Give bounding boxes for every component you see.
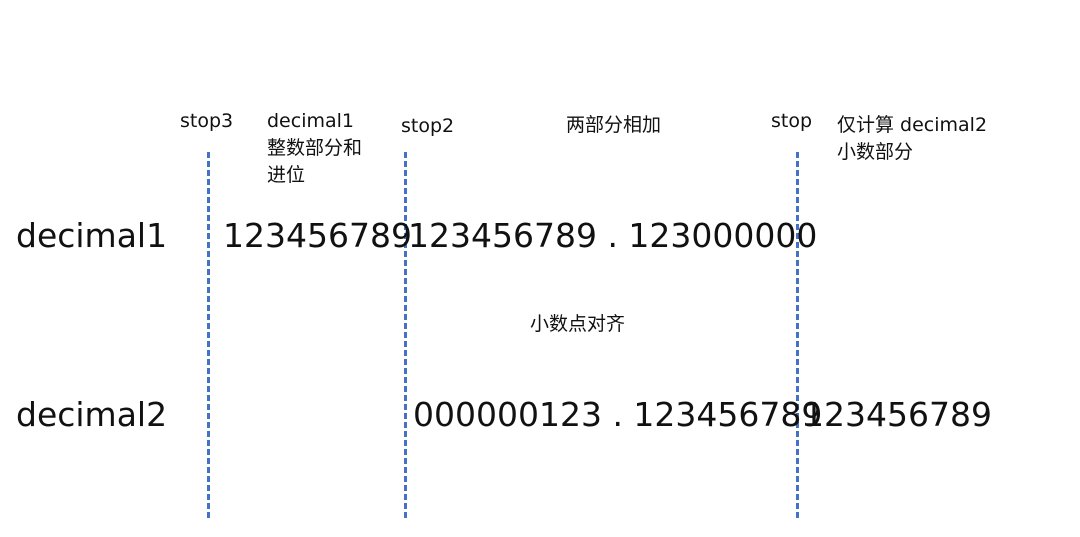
note-line: 小数部分 bbox=[837, 141, 914, 163]
decimal1-carry-segment: 123456789 bbox=[223, 216, 412, 255]
stop3-label: stop3 bbox=[180, 110, 234, 132]
sum-parts-note: 两部分相加 bbox=[566, 114, 662, 136]
decimal1-integer-carry-note: decimal1 整数部分和 进位 bbox=[267, 108, 362, 189]
decimal2-fraction-tail-segment: 123456789 bbox=[803, 395, 992, 434]
stop-label: stop bbox=[771, 110, 813, 132]
decimal2-value-segment: 000000123 . 123456789 bbox=[413, 395, 823, 434]
decimal-point-align-note: 小数点对齐 bbox=[530, 313, 626, 335]
decimal1-value-segment: 123456789 . 123000000 bbox=[408, 216, 818, 255]
note-line: 进位 bbox=[267, 164, 306, 186]
stop2-dashed-line bbox=[404, 152, 407, 518]
decimal2-row-label: decimal2 bbox=[16, 395, 168, 434]
stop-dashed-line bbox=[796, 152, 799, 518]
note-line: 仅计算 decimal2 bbox=[837, 114, 988, 136]
note-line: 整数部分和 bbox=[267, 137, 363, 159]
note-line: decimal1 bbox=[267, 110, 354, 132]
stop2-label: stop2 bbox=[401, 115, 455, 137]
decimal2-fraction-only-note: 仅计算 decimal2 小数部分 bbox=[837, 112, 987, 166]
decimal1-row-label: decimal1 bbox=[16, 216, 168, 255]
stop3-dashed-line bbox=[207, 152, 210, 518]
